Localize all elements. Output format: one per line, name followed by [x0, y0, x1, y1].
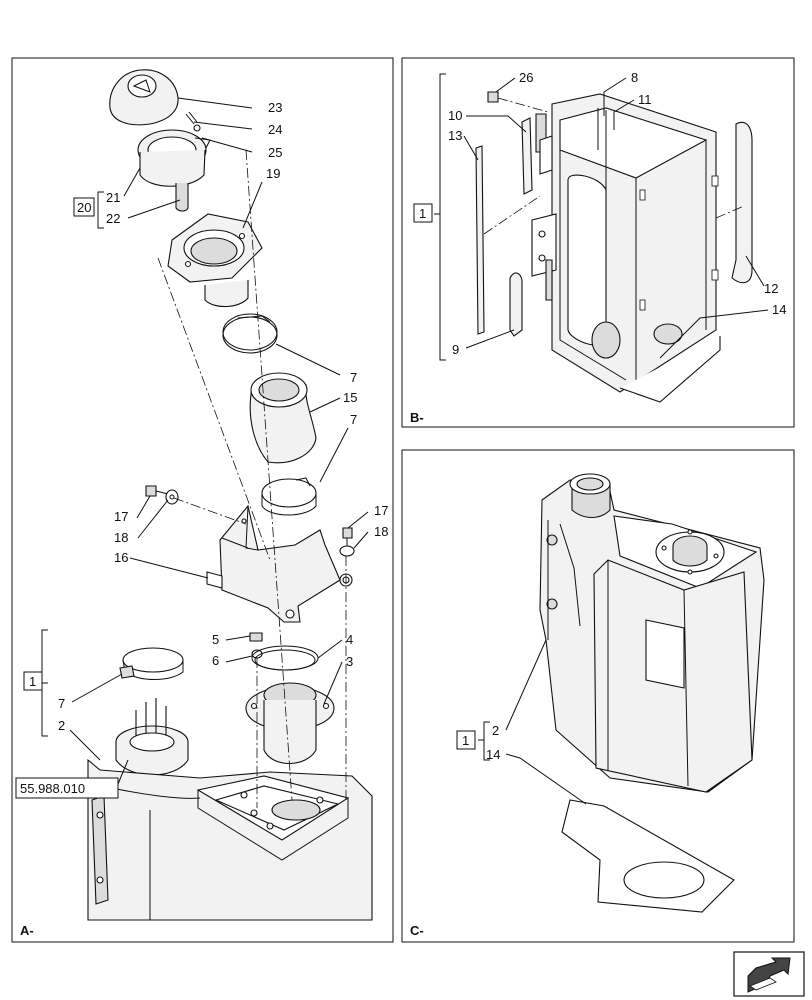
bolt-washer-right: [339, 527, 355, 557]
callout-1-a: 1: [29, 674, 36, 689]
callout-4: 4: [346, 632, 353, 647]
bolt-washer-left: [145, 485, 179, 505]
callout-12: 12: [764, 281, 778, 296]
callout-13: 13: [448, 128, 462, 143]
panel-b-leaders: [434, 73, 769, 361]
panel-a-drawing: [87, 69, 373, 921]
panel-c-label: C-: [410, 923, 424, 938]
callout-7-upper: 7: [350, 370, 357, 385]
callout-16: 16: [114, 550, 128, 565]
hose-clamp-upper: [222, 313, 278, 354]
panel-c-drawing: [539, 473, 765, 913]
callout-7-lower: 7: [350, 412, 357, 427]
callout-9: 9: [452, 342, 459, 357]
next-page-arrow-icon[interactable]: [733, 951, 805, 997]
callout-10: 10: [448, 108, 462, 123]
callout-1-box-b: [413, 203, 433, 223]
filler-hose: [249, 372, 317, 464]
panel-b-label: B-: [410, 410, 424, 425]
callout-2-c: 2: [492, 723, 499, 738]
filler-cap: [109, 69, 179, 126]
callout-17-right: 17: [374, 503, 388, 518]
callout-1-b: 1: [419, 206, 426, 221]
callout-23: 23: [268, 100, 282, 115]
panel-a-frame: [11, 57, 394, 943]
hose-clamp-lower: [261, 477, 317, 516]
callout-20: 20: [77, 200, 91, 215]
panel-c-leaders: [478, 639, 587, 805]
callout-3: 3: [346, 654, 353, 669]
callout-1-box-a: [23, 671, 43, 691]
callout-1-c: 1: [462, 733, 469, 748]
panel-a-leaders: [41, 97, 369, 785]
callout-26: 26: [519, 70, 533, 85]
filler-neck: [137, 129, 211, 212]
callout-15: 15: [343, 390, 357, 405]
callout-11: 11: [638, 92, 652, 107]
callout-1-box-c: [456, 730, 476, 750]
sender-unit: [115, 698, 189, 776]
panel-b-frame: [401, 57, 795, 428]
reference-link[interactable]: 55.988.010: [20, 781, 85, 796]
tank-section: [87, 758, 373, 921]
callout-7-sender: 7: [58, 696, 65, 711]
callout-18-left: 18: [114, 530, 128, 545]
support-bracket: [206, 504, 353, 623]
callout-17-left: 17: [114, 509, 128, 524]
panel-a-label: A-: [20, 923, 34, 938]
sender-clamp: [119, 647, 184, 680]
callout-14-b: 14: [772, 302, 786, 317]
reference-box[interactable]: [15, 777, 119, 799]
panel-c-frame: [401, 449, 795, 943]
callout-24: 24: [268, 122, 282, 137]
callout-2-a: 2: [58, 718, 65, 733]
panel-b-drawing: [475, 91, 753, 403]
callout-25: 25: [268, 145, 282, 160]
mounting-flange: [167, 213, 263, 308]
callout-21: 21: [106, 190, 120, 205]
callout-18-right: 18: [374, 524, 388, 539]
callout-6: 6: [212, 653, 219, 668]
callout-14-c: 14: [486, 747, 500, 762]
callout-20-box: [73, 197, 95, 217]
callout-19: 19: [266, 166, 280, 181]
filler-adapter: [245, 682, 335, 764]
callout-5: 5: [212, 632, 219, 647]
callout-8: 8: [631, 70, 638, 85]
callout-22: 22: [106, 211, 120, 226]
